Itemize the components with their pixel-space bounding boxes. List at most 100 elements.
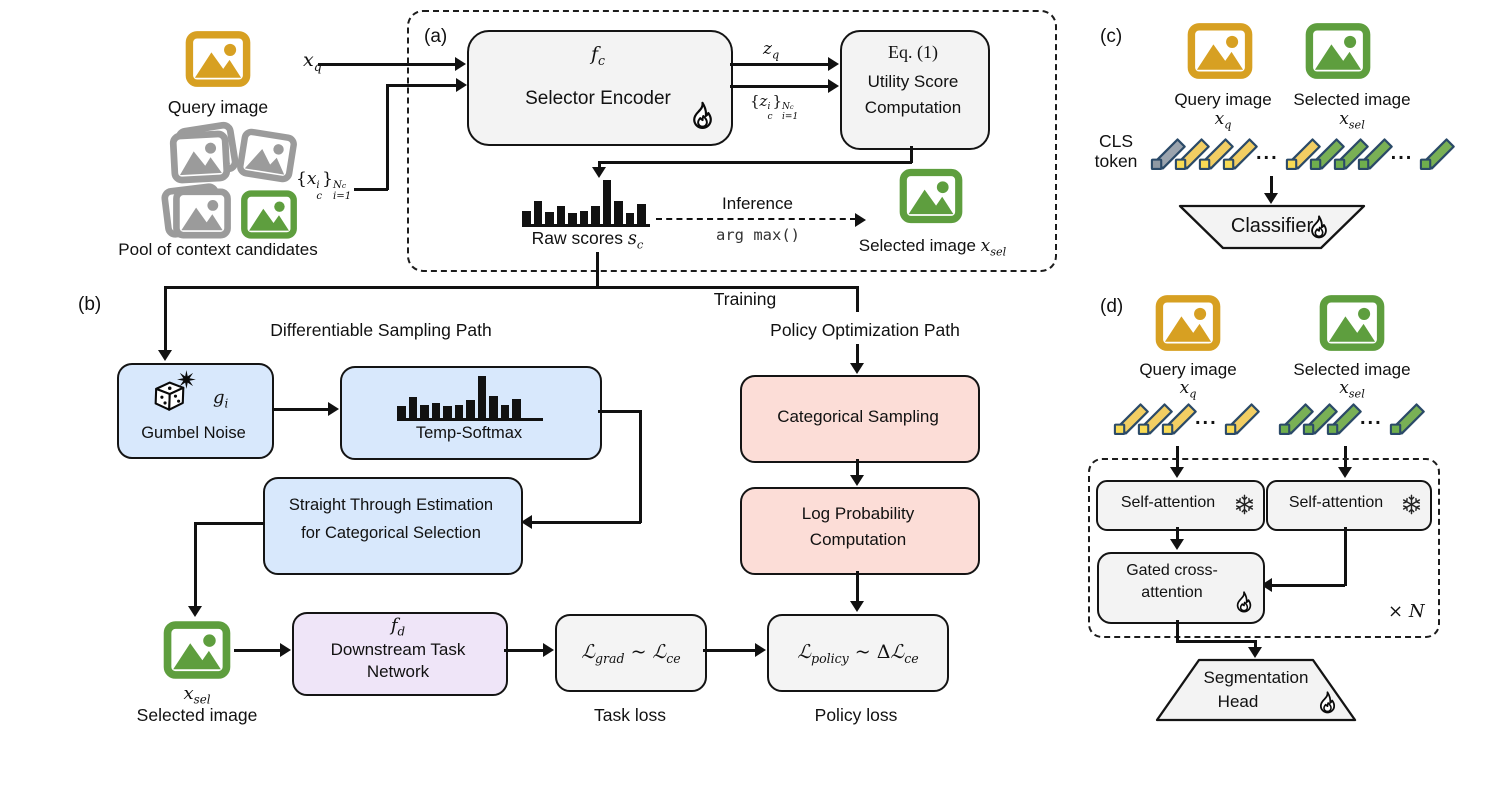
ste-line2: for Categorical Selection bbox=[301, 524, 481, 542]
downstream-line1: Downstream Task bbox=[330, 640, 466, 659]
selected-image-icon-d bbox=[1318, 290, 1386, 356]
query-image-icon-c bbox=[1186, 18, 1254, 84]
connector-qtokens-down bbox=[1176, 446, 1179, 468]
repeat-n-label: × N bbox=[1388, 601, 1425, 622]
token-row-c: ... ... bbox=[1150, 127, 1443, 171]
seg-head-line2: Head bbox=[1217, 692, 1259, 711]
connector-utility-left bbox=[598, 161, 912, 164]
selected-image-icon-b bbox=[160, 616, 234, 684]
ste-line1: Straight Through Estimation bbox=[288, 496, 494, 514]
ellipsis: ... bbox=[1256, 142, 1279, 164]
gumbel-var: gi bbox=[213, 387, 229, 411]
connector-sampling-to-logprob bbox=[856, 459, 859, 476]
connector-pool-v bbox=[386, 85, 389, 190]
logprob-line2: Computation bbox=[809, 530, 907, 549]
connector-fork-right-b bbox=[856, 344, 859, 364]
self-attention-left-label: Self-attention bbox=[1120, 494, 1216, 511]
policy-loss-equation: ℒpolicy ~ Δℒce bbox=[797, 640, 919, 666]
selected-var-c: xsel bbox=[1339, 109, 1365, 132]
ellipsis: ... bbox=[1360, 407, 1383, 429]
selector-encoder-label: Selector Encoder bbox=[525, 88, 671, 109]
connector-sa2-to-gated bbox=[1271, 584, 1345, 587]
connector-inference-arrow bbox=[656, 218, 856, 220]
panel-a-tag: (a) bbox=[424, 26, 448, 47]
query-token bbox=[1222, 127, 1260, 171]
selected-image-label-b: Selected image bbox=[136, 705, 258, 725]
connector-into-seghead bbox=[1254, 640, 1257, 648]
pool-image-icon-3 bbox=[172, 184, 232, 243]
connector-xq-to-encoder bbox=[318, 63, 456, 66]
query-token bbox=[1161, 392, 1199, 436]
connector-gated-right bbox=[1176, 640, 1257, 643]
connector-selected-to-downstream bbox=[234, 649, 281, 652]
pool-image-icon-green bbox=[240, 186, 298, 243]
panel-a-outline bbox=[407, 10, 1057, 272]
selector-encoder-fn: fc bbox=[590, 43, 606, 68]
attention-block-outline bbox=[1088, 458, 1440, 638]
connector-ste-left bbox=[194, 522, 264, 525]
connector-zq bbox=[730, 63, 829, 66]
categorical-sampling-label: Categorical Sampling bbox=[777, 407, 939, 426]
connector-pool-to-encoder bbox=[386, 84, 457, 87]
connector-fork-right-a bbox=[856, 286, 859, 312]
query-var: xq bbox=[303, 49, 322, 74]
fire-icon bbox=[1306, 214, 1332, 240]
task-loss-equation: ℒgrad ~ ℒce bbox=[581, 640, 681, 666]
connector-gumbel-to-softmax bbox=[272, 408, 329, 411]
query-var-c: xq bbox=[1214, 109, 1232, 132]
raw-scores-histogram bbox=[522, 180, 650, 227]
task-loss-caption: Task loss bbox=[594, 705, 666, 725]
training-label: Training bbox=[713, 289, 777, 309]
query-label-d: Query image bbox=[1139, 360, 1237, 379]
query-label-c: Query image bbox=[1174, 90, 1272, 109]
connector-sa2-down bbox=[1344, 527, 1347, 586]
blue-title: Differentiable Sampling Path bbox=[270, 320, 492, 340]
panel-c-tag: (c) bbox=[1100, 26, 1123, 47]
panel-b-tag: (b) bbox=[78, 294, 102, 315]
selected-token-row-d: ... bbox=[1278, 392, 1413, 436]
logprob-line1: Log Probability bbox=[801, 504, 915, 523]
ste-box bbox=[263, 477, 523, 575]
fire-icon bbox=[1315, 690, 1340, 715]
utility-line3: Computation bbox=[864, 98, 962, 117]
task-loss-box: ℒgrad ~ ℒce bbox=[555, 614, 707, 692]
connector-fork-horizontal bbox=[164, 286, 858, 289]
connector-zc bbox=[730, 85, 829, 88]
selected-label-d: Selected image bbox=[1293, 360, 1411, 379]
temp-softmax-label: Temp-Softmax bbox=[415, 424, 523, 442]
query-var-d: xq bbox=[1179, 378, 1197, 401]
selected-image-icon bbox=[898, 164, 964, 228]
connector-taskloss-to-policyloss bbox=[703, 649, 756, 652]
query-token-row-d: ... bbox=[1113, 392, 1248, 436]
argmax-label: arg max() bbox=[716, 226, 800, 244]
downstream-fn: fd bbox=[390, 615, 406, 639]
ellipsis: ... bbox=[1390, 142, 1414, 164]
connector-sa1-to-gated bbox=[1176, 527, 1179, 540]
query-token bbox=[1224, 392, 1262, 436]
categorical-sampling-box bbox=[740, 375, 980, 463]
connector-into-hist bbox=[598, 161, 601, 168]
self-attention-right-label: Self-attention bbox=[1288, 494, 1384, 511]
downstream-line2: Network bbox=[366, 662, 430, 681]
temp-softmax-histogram bbox=[397, 376, 543, 421]
classifier-label: Classifier bbox=[1230, 215, 1314, 237]
snowflake-icon bbox=[1400, 493, 1423, 516]
raw-scores-label: Raw scores sc bbox=[531, 228, 644, 252]
connector-gated-down bbox=[1176, 620, 1179, 642]
selected-label-c: Selected image bbox=[1293, 90, 1411, 109]
connector-ste-down bbox=[194, 522, 197, 607]
query-image-label: Query image bbox=[167, 97, 269, 117]
log-probability-box bbox=[740, 487, 980, 575]
fire-icon bbox=[1232, 590, 1256, 614]
connector-tokens-to-classifier bbox=[1270, 176, 1273, 194]
gated-cross-attention-box bbox=[1097, 552, 1265, 624]
connector-logprob-to-policy bbox=[856, 571, 859, 602]
utility-score-box bbox=[840, 30, 990, 150]
zq-label: zq bbox=[763, 39, 780, 62]
pool-label: Pool of context candidates bbox=[118, 240, 318, 259]
query-image-icon-d bbox=[1154, 290, 1222, 356]
selected-token bbox=[1389, 392, 1427, 436]
